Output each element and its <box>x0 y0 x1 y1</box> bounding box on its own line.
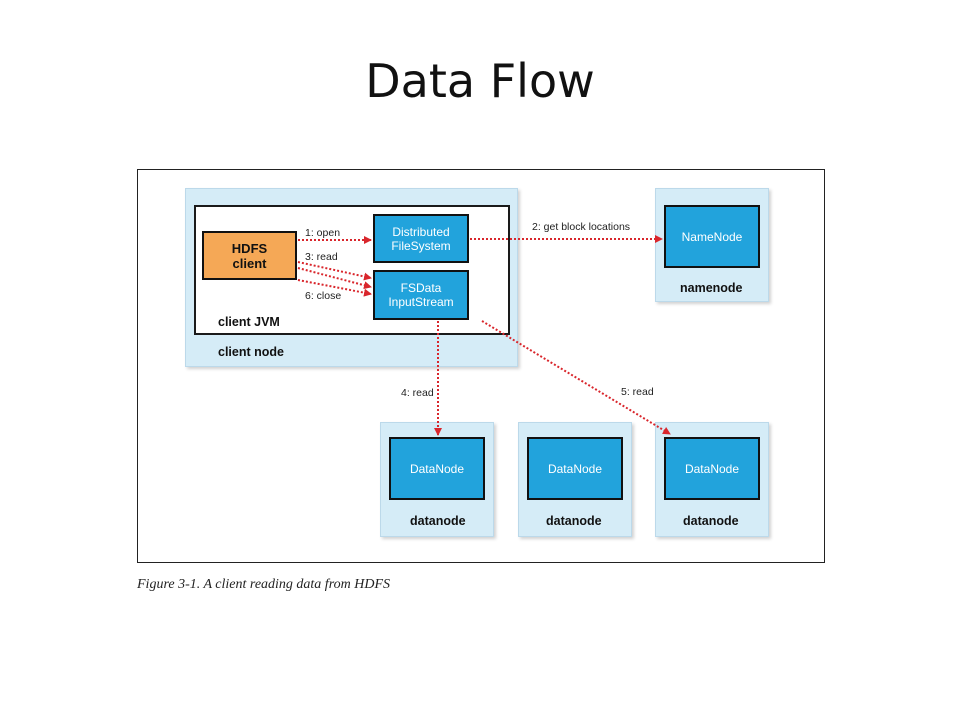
datanode-box-label-1: DataNode <box>409 461 465 476</box>
fsdata-inputstream-box: FSData InputStream <box>373 270 469 320</box>
datanode-box-3: DataNode <box>664 437 760 500</box>
label-get-block-locations: 2: get block locations <box>532 221 631 233</box>
dfs-line1: Distributed <box>392 224 450 239</box>
arrow-read-to-dfs <box>297 261 372 281</box>
client-node-label: client node <box>218 345 284 359</box>
datanode-box-label-3: DataNode <box>684 461 740 476</box>
label-read-dn3: 5: read <box>621 386 654 398</box>
hdfs-client-line1: HDFS <box>231 240 268 256</box>
client-jvm-label: client JVM <box>218 315 280 329</box>
dfs-line2: FileSystem <box>391 238 451 253</box>
label-read-client: 3: read <box>305 251 338 263</box>
arrow-read-dn3 <box>481 320 671 435</box>
fsdis-line1: FSData <box>400 281 442 295</box>
slide-title: Data Flow <box>365 54 595 108</box>
hdfs-client-line2: client <box>232 255 267 271</box>
arrow-read-to-fsdis <box>297 267 372 290</box>
distributed-filesystem-box: Distributed FileSystem <box>373 214 469 263</box>
datanode-box-1: DataNode <box>389 437 485 500</box>
namenode-box: NameNode <box>664 205 760 268</box>
arrow-close <box>297 279 372 297</box>
datanode-label-1: datanode <box>410 514 466 528</box>
datanode-label-3: datanode <box>683 514 739 528</box>
datanode-label-2: datanode <box>546 514 602 528</box>
datanode-box-label-2: DataNode <box>547 461 603 476</box>
namenode-box-label: NameNode <box>681 229 743 244</box>
label-close: 6: close <box>305 290 342 302</box>
fsdis-line2: InputStream <box>388 295 454 309</box>
label-open: 1: open <box>305 227 341 239</box>
label-read-dn1: 4: read <box>401 387 434 399</box>
figure-caption: Figure 3-1. A client reading data from H… <box>137 577 391 592</box>
hdfs-client-box: HDFS client <box>202 231 297 280</box>
datanode-box-2: DataNode <box>527 437 623 500</box>
namenode-label: namenode <box>680 281 743 295</box>
